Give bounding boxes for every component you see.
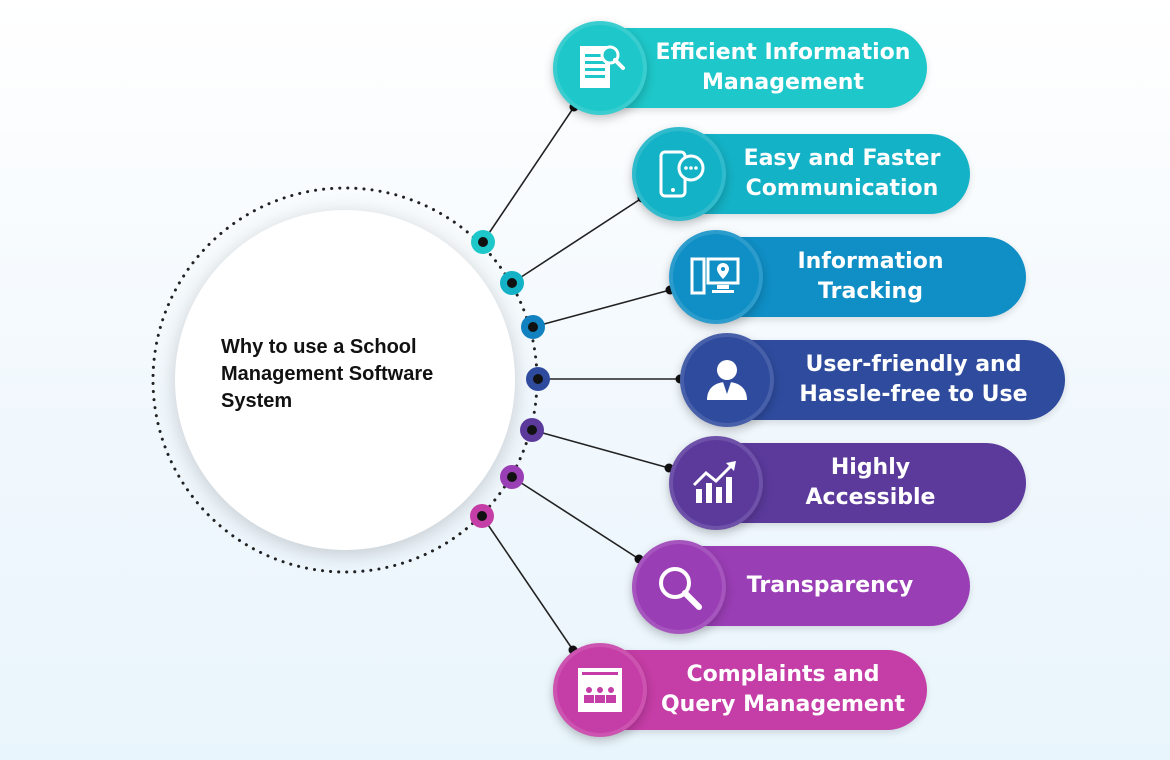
ring-node-center <box>507 278 517 288</box>
benefit-label-line1: Transparency <box>746 573 914 598</box>
smartphone-chat-icon <box>632 127 726 221</box>
benefit-label-line1: Information <box>797 249 944 274</box>
connector-line <box>511 476 640 560</box>
ring-node-center <box>527 425 537 435</box>
ring-node-center <box>507 472 517 482</box>
ring-node-center <box>528 322 538 332</box>
magnifier-icon <box>632 540 726 634</box>
connector-line <box>532 289 671 328</box>
ring-node-center <box>533 374 543 384</box>
benefit-label-line2: Management <box>702 70 864 95</box>
center-title: Why to use a School Management Software … <box>188 322 494 430</box>
user-icon <box>680 333 774 427</box>
benefit-label-line2: Hassle-free to Use <box>799 382 1028 407</box>
feedback-board-icon <box>553 643 647 737</box>
benefit-label-line2: Tracking <box>818 279 923 304</box>
benefit-label-line1: Complaints and <box>686 662 880 687</box>
ring-node-center <box>477 511 487 521</box>
connector-line <box>481 515 574 651</box>
connector-line <box>482 106 575 243</box>
ring-node-center <box>478 237 488 247</box>
growth-chart-icon <box>669 436 763 530</box>
benefit-label-line1: Efficient Information <box>655 40 911 65</box>
connector-line <box>511 197 643 284</box>
benefit-label-line2: Communication <box>745 176 939 201</box>
benefit-label-line1: Highly <box>830 455 911 480</box>
document-search-icon <box>553 21 647 115</box>
benefit-label-line1: Easy and Faster <box>743 146 941 171</box>
benefit-label-line2: Query Management <box>660 692 906 717</box>
benefit-label-line2: Accessible <box>805 485 936 510</box>
benefit-label-line1: User-friendly and <box>805 352 1022 377</box>
connector-line <box>531 429 670 469</box>
computer-location-icon <box>669 230 763 324</box>
